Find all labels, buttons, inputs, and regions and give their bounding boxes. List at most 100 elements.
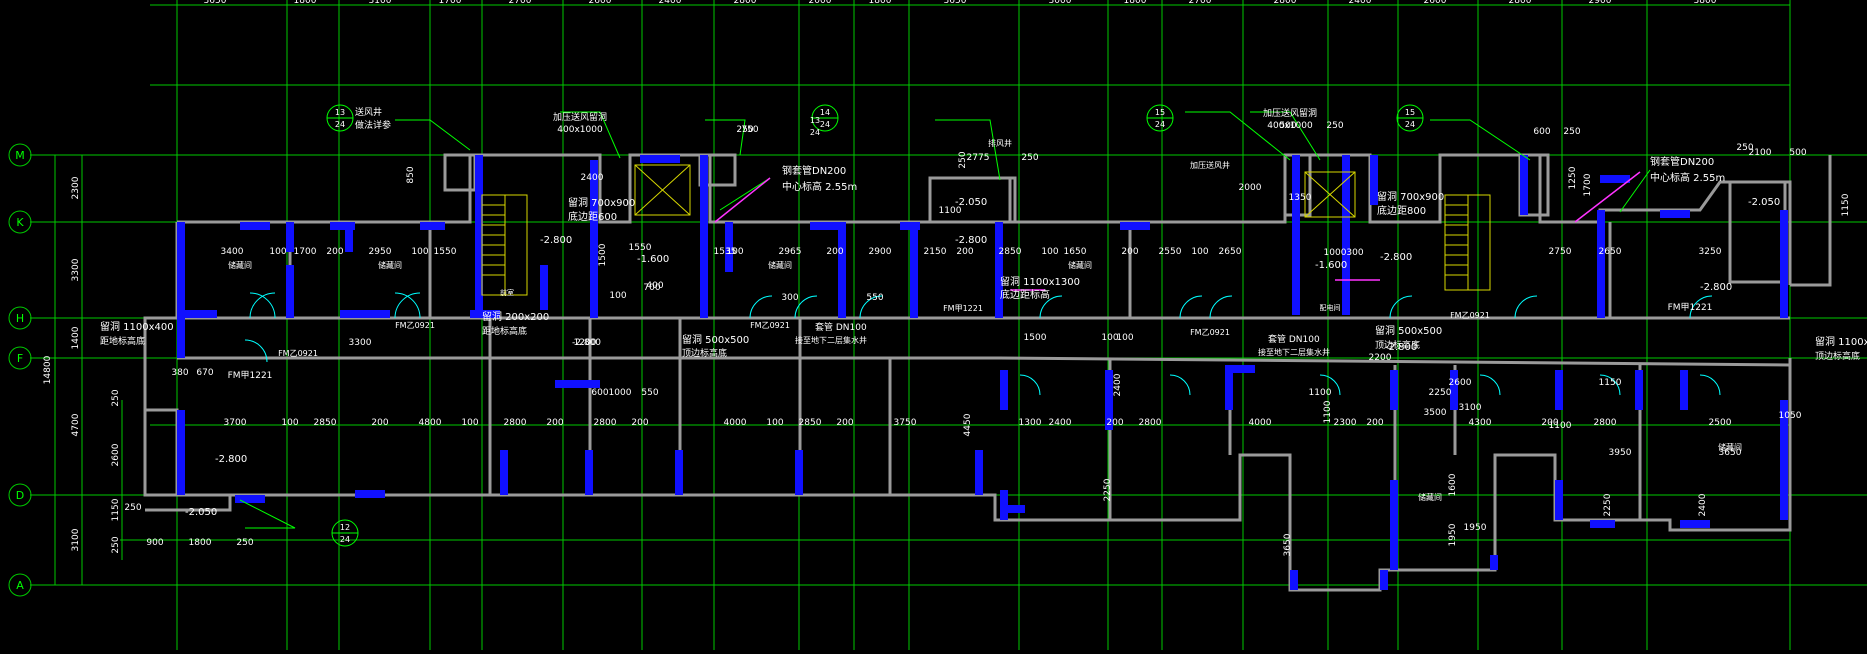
left-dim-mid-2: 1400 bbox=[71, 326, 81, 349]
axis-label-d: D bbox=[16, 489, 24, 502]
room-dim-row2-18: 4000 bbox=[1249, 418, 1272, 428]
room-dim-row3-1: 3650 bbox=[1719, 448, 1742, 458]
misc-dim-44: 1250 bbox=[1568, 166, 1578, 189]
label-pressure-head-1: 加压送风留洞 bbox=[553, 111, 607, 123]
label-elev-7: -2.800 bbox=[1700, 282, 1732, 293]
label-pipe-1: 钢套管DN200 bbox=[782, 164, 846, 177]
label-elev-2: -1.600 bbox=[637, 254, 669, 265]
label-room-g: 储藏间 bbox=[1418, 492, 1442, 502]
room-dim-row2-4: 4800 bbox=[419, 418, 442, 428]
room-dim-row3-2: 2400 bbox=[1698, 493, 1708, 516]
label-pressure-1: 400x1000 bbox=[557, 125, 603, 135]
room-dim-row3-4: 1600 bbox=[1448, 473, 1458, 496]
top-dimension-1: 1800 bbox=[294, 0, 317, 6]
room-dim-row3-3: 2250 bbox=[1603, 493, 1613, 516]
left-dim-outer-0: 14800 bbox=[43, 355, 53, 384]
misc-dim-23: 900 bbox=[146, 538, 163, 548]
label-pipe-4-note: 接至地下二层集水井 bbox=[1258, 347, 1330, 357]
room-dim-row1-2: 1700 bbox=[294, 247, 317, 257]
room-dim-row2-23: 2800 bbox=[1594, 418, 1617, 428]
label-hole-6: 留洞 500x500 bbox=[1375, 324, 1442, 337]
label-sill-7: 距地标高底 bbox=[100, 335, 145, 347]
top-dimension-5: 2600 bbox=[589, 0, 612, 6]
top-dimension-2: 3100 bbox=[369, 0, 392, 6]
label-pipe-4: 套管 DN100 bbox=[1268, 333, 1320, 345]
misc-dim-34: 100 bbox=[1101, 333, 1118, 343]
axis-label-h: H bbox=[16, 312, 24, 325]
room-dim-row3-5: 1950 bbox=[1448, 523, 1458, 546]
misc-dim-46: 2600 bbox=[1449, 378, 1472, 388]
misc-dim-22: 670 bbox=[196, 368, 213, 378]
room-dim-row2-14: 3750 bbox=[894, 418, 917, 428]
misc-dim-38: 1500 bbox=[598, 243, 608, 266]
detail-callout-number-2: 15 bbox=[1155, 108, 1165, 117]
misc-dim-4: 500 bbox=[1279, 121, 1296, 131]
axis-label-m: M bbox=[15, 149, 25, 162]
label-room-f: 前室 bbox=[500, 288, 514, 297]
misc-dim-14: 2400 bbox=[581, 173, 604, 183]
left-dim-inner-2: 1150 bbox=[111, 498, 121, 521]
top-dimension-15: 2400 bbox=[1349, 0, 1372, 6]
label-elev-6: -1.600 bbox=[1315, 260, 1347, 271]
label-door-2: FM乙0921 bbox=[278, 349, 318, 358]
label-door-3: FM乙0921 bbox=[395, 321, 435, 330]
detail-callout-number-0: 13 bbox=[335, 108, 345, 117]
room-dim-row1-10: 200 bbox=[826, 247, 843, 257]
room-dim-row3-6: 3650 bbox=[1283, 533, 1293, 556]
room-dim-row2-10: 4000 bbox=[724, 418, 747, 428]
top-dimension-3: 1700 bbox=[439, 0, 462, 6]
label-sill-6: 顶边标高底 bbox=[1375, 339, 1420, 351]
misc-dim-28: 1700 bbox=[1583, 173, 1593, 196]
left-dim-inner-1: 2600 bbox=[111, 443, 121, 466]
top-dimension-4: 2700 bbox=[509, 0, 532, 6]
detail-callout-number-extra: 13 bbox=[810, 116, 820, 125]
axis-bubble-f bbox=[8, 346, 32, 370]
room-dim-row2-9: 200 bbox=[631, 418, 648, 428]
room-dim-row1-1: 100 bbox=[269, 247, 286, 257]
misc-dim-5: 250 bbox=[1326, 121, 1343, 131]
label-elev-5: -2.800 bbox=[1380, 252, 1412, 263]
room-dim-row2-8: 2800 bbox=[594, 418, 617, 428]
room-dim-row2-15: 2400 bbox=[1049, 418, 1072, 428]
label-elev-1: -2.800 bbox=[540, 235, 572, 246]
top-dimension-8: 2000 bbox=[809, 0, 832, 6]
room-dim-row2-13: 200 bbox=[836, 418, 853, 428]
misc-dim-1: 250 bbox=[1021, 153, 1038, 163]
room-dim-row2-0: 3700 bbox=[224, 418, 247, 428]
misc-dim-3: 250 bbox=[736, 125, 753, 135]
detail-callout-sheet-extra: 24 bbox=[810, 128, 820, 137]
top-dimension-16: 2600 bbox=[1424, 0, 1447, 6]
label-door-4: FM甲1221 bbox=[1668, 302, 1713, 313]
misc-dim-10: 250 bbox=[1736, 143, 1753, 153]
misc-dim-9: 500 bbox=[1789, 148, 1806, 158]
room-dim-row1-11: 2900 bbox=[869, 247, 892, 257]
label-room-d: 储藏间 bbox=[1068, 260, 1092, 270]
room-dim-row1-19: 100 bbox=[1191, 247, 1208, 257]
top-dimension-17: 2800 bbox=[1509, 0, 1532, 6]
pipe-markers bbox=[714, 171, 1641, 291]
label-elev-4: -2.050 bbox=[955, 197, 987, 208]
misc-dim-43: 300 bbox=[1346, 248, 1363, 258]
axis-bubble-d bbox=[8, 483, 32, 507]
label-sill-2: 底边距800 bbox=[1377, 204, 1426, 217]
label-elev-12: -2.800 bbox=[572, 338, 601, 348]
label-elev-11: -2.050 bbox=[185, 507, 217, 518]
room-dim-row1-13: 200 bbox=[956, 247, 973, 257]
label-sill-4: 距地标高底 bbox=[482, 325, 527, 337]
label-room-a: 储藏间 bbox=[228, 260, 252, 270]
label-room-e: 配电间 bbox=[1320, 303, 1341, 312]
misc-dim-49: 2200 bbox=[1369, 353, 1392, 363]
room-dim-row2-21: 4300 bbox=[1469, 418, 1492, 428]
label-hole-1: 留洞 700x900 bbox=[568, 196, 635, 209]
label-elev-3: -2.800 bbox=[955, 235, 987, 246]
misc-dim-26: 250 bbox=[124, 503, 141, 513]
misc-dim-33: 1300 bbox=[1019, 418, 1042, 428]
room-dim-row1-22: 2650 bbox=[1599, 247, 1622, 257]
top-dimension-6: 2400 bbox=[659, 0, 682, 6]
room-dim-row2-20: 200 bbox=[1366, 418, 1383, 428]
left-dim-inner-3: 250 bbox=[111, 536, 121, 553]
room-dim-row1-20: 2650 bbox=[1219, 247, 1242, 257]
